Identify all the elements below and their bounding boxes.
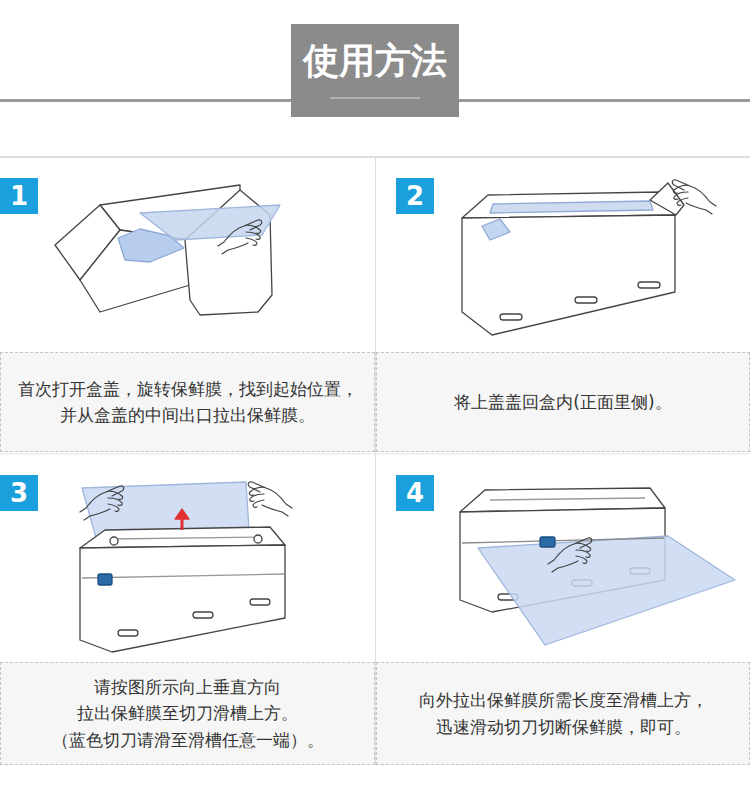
box-slot <box>575 297 597 303</box>
film-sheet <box>478 536 735 645</box>
header-rule <box>0 99 291 102</box>
box-front <box>80 230 190 312</box>
step-caption: 请按图所示向上垂直方向 拉出保鲜膜至切刀滑槽上方。 （蓝色切刀请滑至滑槽任意一端… <box>11 674 364 753</box>
box-slot <box>638 282 660 288</box>
step-badge: 4 <box>396 475 434 511</box>
wrap-box-illustration <box>80 482 292 652</box>
title-box: 使用方法 <box>291 24 459 117</box>
step-number: 3 <box>10 478 28 508</box>
box-slot <box>193 612 213 618</box>
step-badge: 1 <box>0 178 38 214</box>
cutter-rail <box>462 538 664 543</box>
caption-box: 请按图所示向上垂直方向 拉出保鲜膜至切刀滑槽上方。 （蓝色切刀请滑至滑槽任意一端… <box>0 662 375 765</box>
up-arrow-head <box>175 509 189 519</box>
title-underline <box>330 98 420 99</box>
grid-rule <box>0 156 750 158</box>
cutter-rail <box>110 537 262 539</box>
page-title: 使用方法 <box>303 37 447 86</box>
step-number: 4 <box>406 478 424 508</box>
wrap-box-illustration <box>460 488 735 645</box>
step-caption: 首次打开盒盖，旋转保鲜膜，找到起始位置， 并从盒盖的中间出口拉出保鲜膜。 <box>11 376 364 429</box>
box-clip <box>110 537 118 545</box>
box-front <box>462 215 675 335</box>
hand <box>672 180 716 214</box>
step-caption: 向外拉出保鲜膜所需长度至滑槽上方， 迅速滑动切刀切断保鲜膜，即可。 <box>387 687 739 740</box>
film-sheet <box>140 205 280 240</box>
blue-cutter <box>540 537 555 547</box>
step-number: 1 <box>10 181 28 211</box>
header-rule <box>459 99 750 102</box>
hand <box>548 538 592 572</box>
cutter-rail <box>490 498 645 500</box>
wrap-box-illustration <box>462 180 716 335</box>
box-clip <box>254 535 262 543</box>
up-arrow <box>181 518 184 530</box>
blue-cutter <box>98 574 112 585</box>
box-front <box>80 545 285 652</box>
wrap-box-illustration <box>55 185 280 315</box>
hand <box>80 486 124 520</box>
film-roll <box>482 219 510 240</box>
film-slot <box>490 201 653 213</box>
box-slot <box>500 314 522 320</box>
title-band <box>291 24 459 117</box>
step-number: 2 <box>406 181 424 211</box>
caption-box: 将上盖盖回盒内(正面里侧)。 <box>376 352 750 452</box>
box-slot <box>250 599 270 605</box>
caption-box: 首次打开盒盖，旋转保鲜膜，找到起始位置， 并从盒盖的中间出口拉出保鲜膜。 <box>0 352 375 452</box>
step-badge: 2 <box>396 178 434 214</box>
step-caption: 将上盖盖回盒内(正面里侧)。 <box>454 389 671 415</box>
box-slot <box>118 630 138 636</box>
step-badge: 3 <box>0 475 38 511</box>
box-top <box>462 192 675 218</box>
grid-divider <box>0 454 750 455</box>
hand <box>248 482 292 516</box>
caption-box: 向外拉出保鲜膜所需长度至滑槽上方， 迅速滑动切刀切断保鲜膜，即可。 <box>376 662 750 765</box>
hand <box>218 220 262 254</box>
